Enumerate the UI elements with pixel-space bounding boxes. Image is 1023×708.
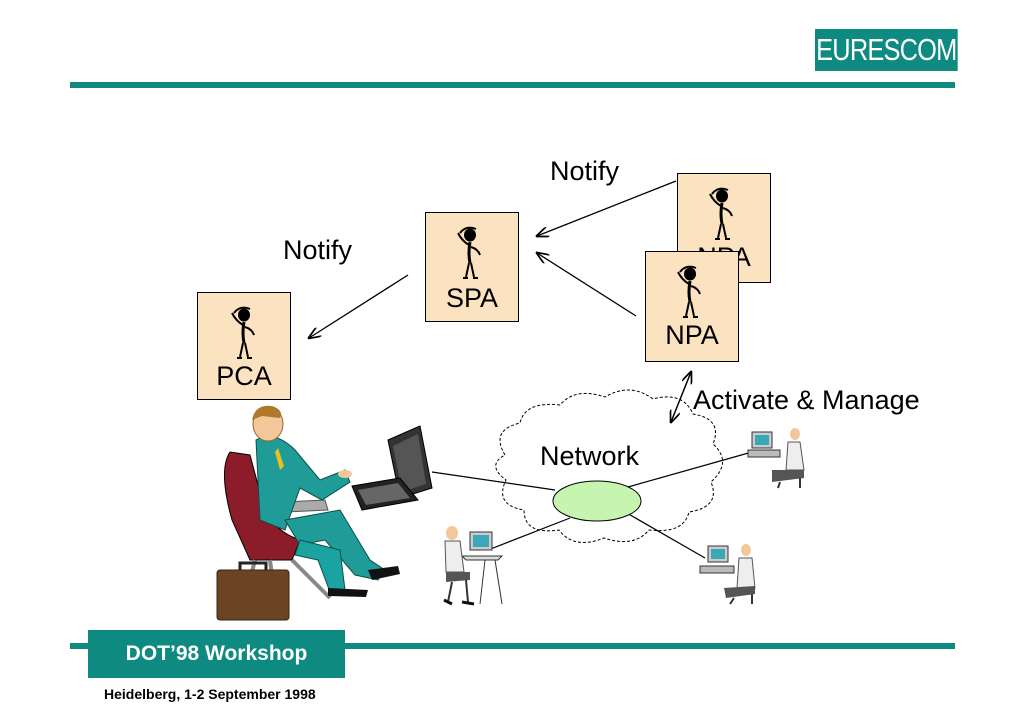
footer-rule-right bbox=[345, 643, 955, 649]
spa-label: SPA bbox=[445, 283, 499, 313]
notify-arrow-npa-spa bbox=[537, 180, 677, 236]
activate-manage-label: Activate & Manage bbox=[693, 385, 920, 415]
event-title-badge: DOT’98 Workshop bbox=[88, 630, 345, 678]
npa-front-label: NPA bbox=[665, 320, 719, 350]
header-rule bbox=[70, 82, 955, 88]
network-links bbox=[431, 451, 753, 559]
event-place-date: Heidelberg, 1-2 September 1998 bbox=[104, 686, 316, 702]
notify-label-top: Notify bbox=[550, 156, 620, 186]
pca-agent-box: PCA bbox=[197, 292, 291, 400]
notify-arrow-spa-pca bbox=[309, 274, 409, 338]
user-at-laptop-illustration bbox=[216, 405, 433, 621]
network-cloud bbox=[495, 389, 723, 543]
pca-label: PCA bbox=[216, 361, 272, 391]
spa-agent-box: SPA bbox=[425, 212, 519, 322]
npa-front-agent-box: NPA bbox=[645, 251, 739, 362]
network-label: Network bbox=[540, 441, 640, 471]
footer-rule-left bbox=[70, 643, 88, 649]
workstation-bottom-right bbox=[699, 544, 756, 605]
notify-label-left: Notify bbox=[283, 235, 353, 265]
workstation-right-top bbox=[747, 428, 805, 489]
notify-arrow-npa2-spa bbox=[537, 253, 637, 317]
eurescom-logo: EURESCOM bbox=[815, 29, 958, 71]
network-node bbox=[552, 480, 642, 522]
workstation-bottom-left bbox=[443, 526, 504, 606]
activate-arrow bbox=[671, 372, 691, 422]
